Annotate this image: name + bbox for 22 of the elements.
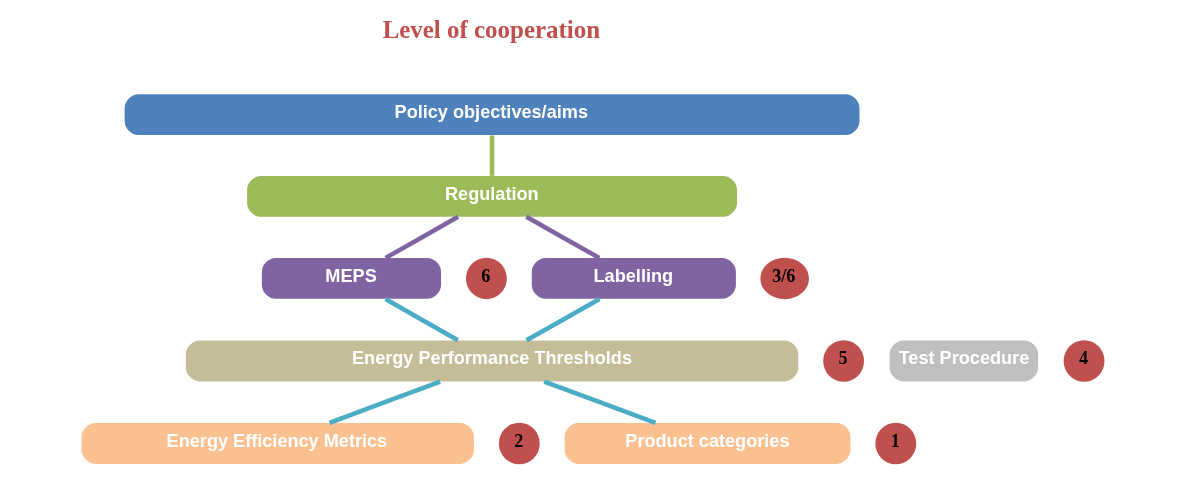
connector <box>524 297 601 343</box>
node-box: Regulation <box>246 175 737 217</box>
node-box: Policy objectives/aims <box>124 94 859 136</box>
connector <box>489 135 494 176</box>
node-label: 6 <box>480 265 490 286</box>
connector <box>383 297 459 343</box>
node-box: Product categories <box>564 423 850 464</box>
node-box: Labelling <box>531 258 736 299</box>
node-label: 3/6 <box>771 265 795 286</box>
label: Level of cooperation <box>382 16 600 44</box>
node-box: Test Procedure <box>889 340 1038 382</box>
node-label: 5 <box>838 348 848 369</box>
connector <box>524 214 600 260</box>
connector <box>328 379 441 426</box>
node-label: 4 <box>1078 348 1088 369</box>
node-box: MEPS <box>261 258 441 299</box>
node-box: Energy Efficiency Metrics <box>81 423 474 464</box>
connector <box>384 214 459 260</box>
node-box: Energy Performance Thresholds <box>185 340 798 382</box>
node-label: 1 <box>890 430 900 451</box>
connector <box>542 379 656 426</box>
node-label: 2 <box>513 430 523 451</box>
